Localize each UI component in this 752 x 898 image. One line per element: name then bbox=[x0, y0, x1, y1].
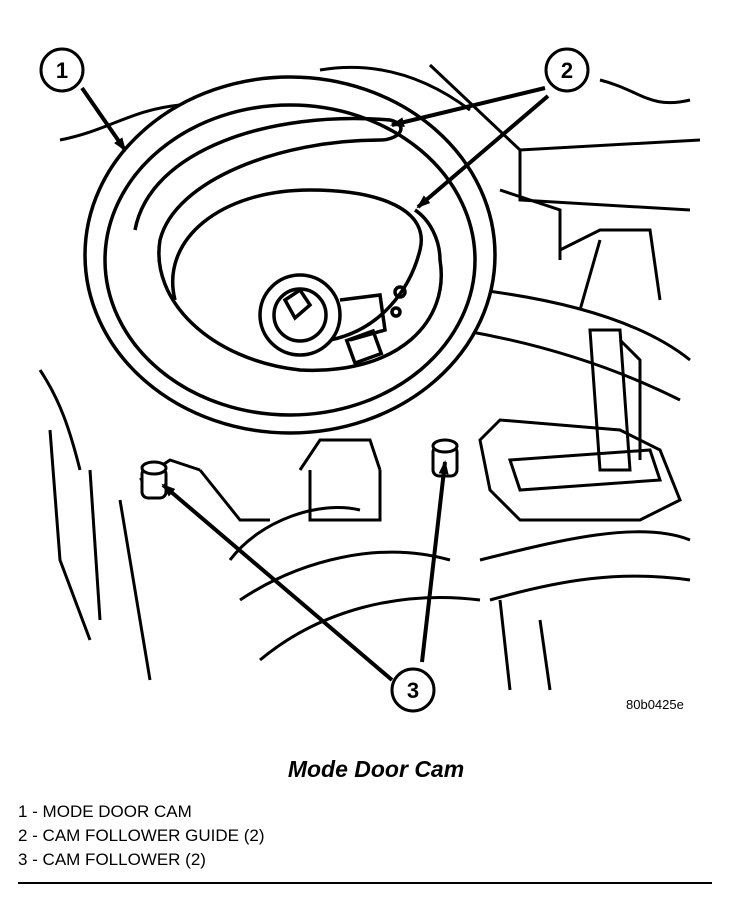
leader-arrows bbox=[80, 86, 550, 682]
mode-door-cam bbox=[83, 75, 497, 435]
arrow-2b bbox=[416, 94, 550, 209]
cam-follower-guide-outer bbox=[133, 116, 443, 372]
housing-lines bbox=[38, 63, 701, 691]
arrow-2a bbox=[390, 86, 546, 128]
legend: 1 - MODE DOOR CAM 2 - CAM FOLLOWER GUIDE… bbox=[18, 800, 265, 872]
arrow-3b bbox=[420, 460, 449, 663]
legend-item-3: 3 - CAM FOLLOWER (2) bbox=[18, 850, 206, 869]
arrow-1 bbox=[80, 86, 127, 152]
figure-code: 80b0425e bbox=[626, 697, 684, 712]
callout-2-label: 2 bbox=[561, 58, 573, 83]
cam-follower-guide-inner bbox=[171, 188, 424, 342]
arrow-3a bbox=[161, 483, 394, 682]
legend-item-2: 2 - CAM FOLLOWER GUIDE (2) bbox=[18, 826, 265, 845]
legend-item-1: 1 - MODE DOOR CAM bbox=[18, 802, 192, 821]
figure-caption: Mode Door Cam bbox=[287, 756, 465, 782]
callout-3: 3 bbox=[390, 667, 436, 713]
callout-1-label: 1 bbox=[56, 58, 68, 83]
callout-2: 2 bbox=[544, 47, 590, 93]
callout-3-label: 3 bbox=[407, 678, 419, 703]
bottom-divider bbox=[18, 882, 712, 884]
mode-door-cam-illustration: 1 2 3 bbox=[38, 47, 701, 713]
callout-1: 1 bbox=[39, 47, 85, 93]
